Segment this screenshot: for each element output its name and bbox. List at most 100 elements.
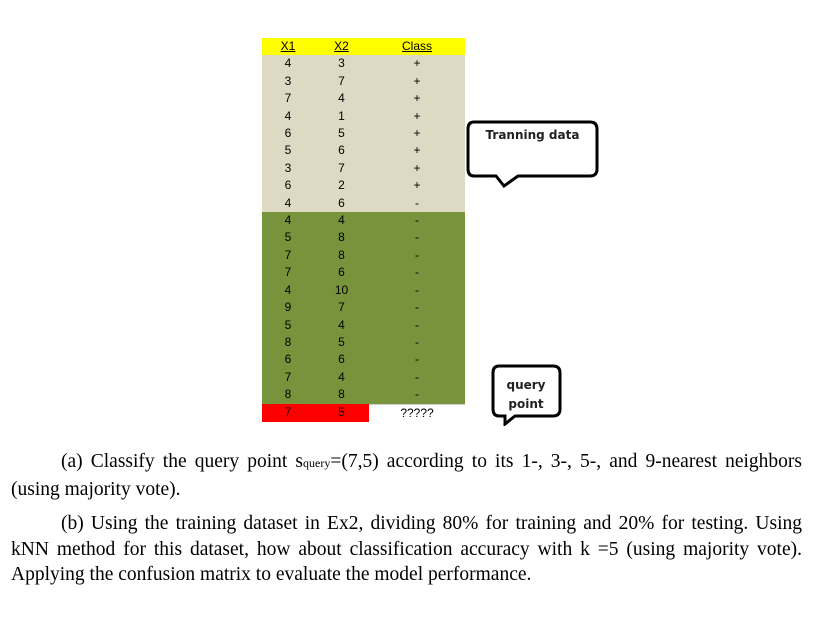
cell-x1: 4 — [262, 212, 314, 230]
question-b: (b) Using the training dataset in Ex2, d… — [11, 511, 802, 588]
cell-class: - — [369, 299, 465, 317]
cell-x1: 4 — [262, 194, 314, 213]
query-point-label-1: query — [506, 378, 546, 392]
cell-class: - — [369, 368, 465, 387]
cell-class: ????? — [369, 403, 465, 422]
cell-class: - — [369, 194, 465, 213]
cell-x1: 7 — [262, 404, 314, 422]
cell-x1: 4 — [262, 107, 314, 126]
cell-class: - — [369, 229, 465, 247]
cell-class: + — [369, 55, 465, 73]
cell-x2: 5 — [314, 404, 369, 422]
cell-x1: 7 — [262, 368, 314, 387]
cell-x2: 7 — [314, 159, 369, 178]
query-point-callout — [491, 364, 562, 426]
query-point-label-2: point — [508, 397, 544, 411]
cell-x2: 4 — [314, 368, 369, 387]
question-b-text: (b) Using the training dataset in Ex2, d… — [11, 513, 802, 585]
cell-x2: 2 — [314, 177, 369, 195]
cell-x2: 6 — [314, 142, 369, 160]
cell-x2: 1 — [314, 107, 369, 126]
cell-class: + — [369, 159, 465, 178]
cell-x2: 8 — [314, 229, 369, 247]
cell-class: - — [369, 246, 465, 265]
header-x1: X1 — [262, 38, 314, 56]
cell-x1: 6 — [262, 351, 314, 369]
cell-x2: 10 — [314, 281, 369, 300]
training-data-label: Tranning data — [485, 128, 580, 142]
cell-x2: 7 — [314, 299, 369, 317]
cell-x1: 7 — [262, 264, 314, 282]
cell-x2: 8 — [314, 386, 369, 405]
cell-class: - — [369, 386, 465, 405]
question-a-text-rest: =(7,5) according to its 1-, 3-, 5-, and … — [11, 451, 802, 500]
cell-x2: 8 — [314, 246, 369, 265]
header-x2: X2 — [314, 38, 369, 56]
cell-class: - — [369, 264, 465, 282]
cell-class: + — [369, 142, 465, 160]
cell-class: + — [369, 125, 465, 143]
cell-x2: 6 — [314, 351, 369, 369]
cell-class: + — [369, 107, 465, 126]
training-data-callout — [466, 120, 599, 189]
cell-class: - — [369, 212, 465, 230]
cell-class: - — [369, 281, 465, 300]
cell-x2: 4 — [314, 316, 369, 334]
cell-x2: 6 — [314, 194, 369, 213]
cell-x1: 9 — [262, 299, 314, 317]
cell-class: - — [369, 333, 465, 352]
cell-x1: 7 — [262, 246, 314, 265]
cell-x1: 3 — [262, 72, 314, 91]
cell-class: - — [369, 316, 465, 334]
cell-x1: 3 — [262, 159, 314, 178]
cell-class: + — [369, 177, 465, 195]
cell-x1: 5 — [262, 142, 314, 160]
cell-x2: 5 — [314, 125, 369, 143]
question-a-text: (a) Classify the query point s — [61, 451, 303, 472]
question-a-subscript: query — [303, 456, 331, 470]
header-class: Class — [369, 38, 465, 56]
cell-x1: 4 — [262, 281, 314, 300]
cell-class: - — [369, 351, 465, 369]
cell-x1: 8 — [262, 333, 314, 352]
cell-x1: 5 — [262, 316, 314, 334]
cell-x2: 4 — [314, 90, 369, 108]
table-header-row: X1 X2 Class — [262, 38, 465, 56]
cell-x1: 4 — [262, 55, 314, 73]
cell-x1: 5 — [262, 229, 314, 247]
cell-x1: 8 — [262, 386, 314, 405]
cell-x2: 6 — [314, 264, 369, 282]
cell-class: + — [369, 72, 465, 91]
cell-x1: 6 — [262, 125, 314, 143]
cell-x2: 4 — [314, 212, 369, 230]
cell-class: + — [369, 90, 465, 108]
cell-x2: 3 — [314, 55, 369, 73]
cell-x2: 5 — [314, 333, 369, 352]
cell-x2: 7 — [314, 72, 369, 91]
cell-x1: 7 — [262, 90, 314, 108]
question-a: (a) Classify the query point squery=(7,5… — [11, 449, 802, 502]
cell-x1: 6 — [262, 177, 314, 195]
